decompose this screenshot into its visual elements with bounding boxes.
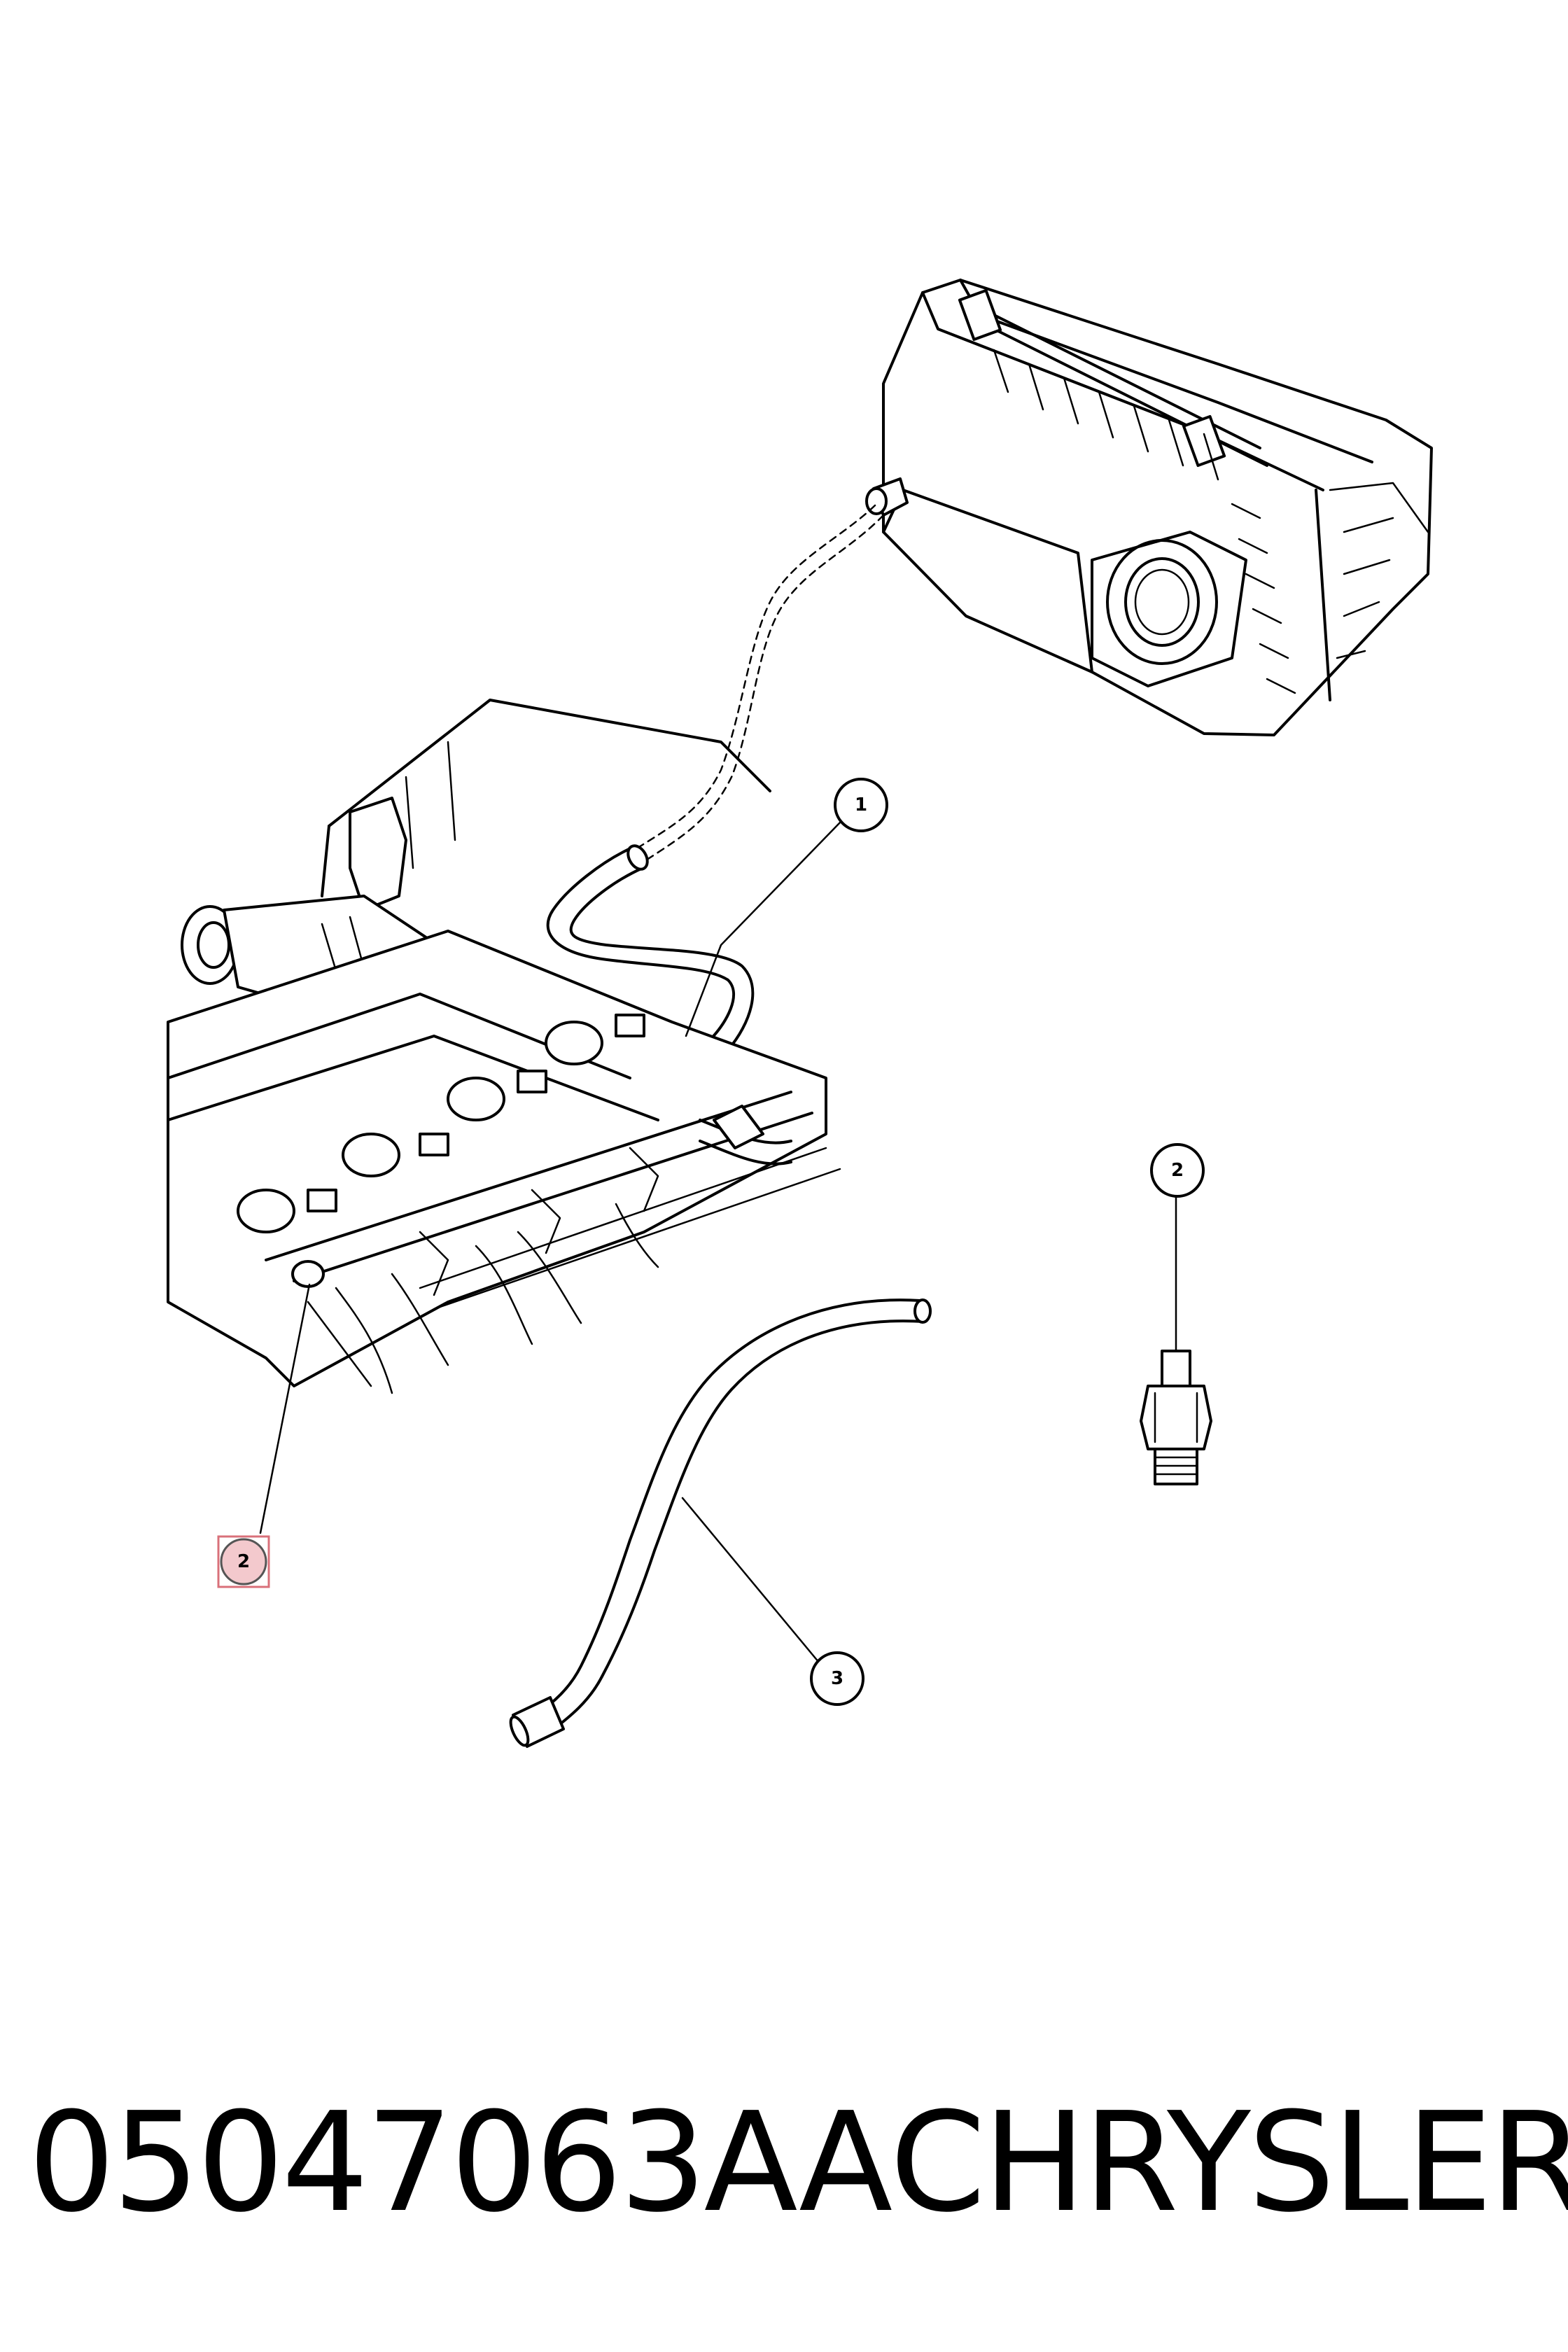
part-number: 05047063AA <box>28 2083 892 2243</box>
callout-2-left[interactable]: 2 <box>217 1535 270 1588</box>
air-cleaner-housing <box>865 279 1433 736</box>
pcv-valve <box>1140 1350 1212 1485</box>
callout-2-left-label: 2 <box>237 1551 250 1572</box>
loose-hose <box>509 1298 932 1748</box>
callout-2-right[interactable]: 2 <box>1150 1143 1205 1198</box>
callout-leaders <box>259 821 1177 1664</box>
callout-1[interactable]: 1 <box>834 778 888 832</box>
brand-name: CHRYSLER <box>890 2083 1568 2243</box>
callout-2-right-label: 2 <box>1171 1160 1184 1181</box>
callout-1-label: 1 <box>855 794 867 816</box>
engine-assembly <box>167 699 841 1394</box>
callout-3-label: 3 <box>831 1668 844 1689</box>
callout-3[interactable]: 3 <box>810 1651 864 1706</box>
part-caption: 05047063AA CHRYSLER <box>28 2072 1568 2254</box>
ignition-coils <box>237 1014 645 1233</box>
